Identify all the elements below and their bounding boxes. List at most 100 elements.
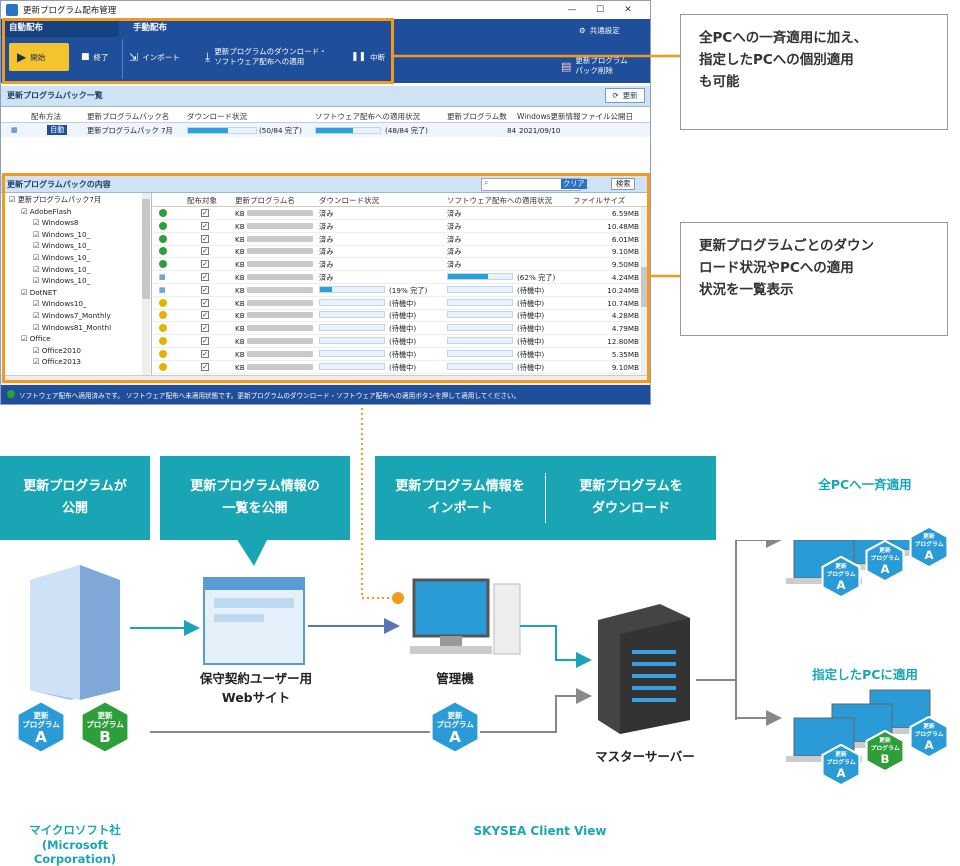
admin-pc-icon — [410, 578, 521, 655]
target-checkbox[interactable]: ✓ — [201, 362, 209, 371]
tree-checkbox[interactable]: ☑ — [33, 241, 42, 251]
refresh-button[interactable]: ⟳更新 — [605, 88, 645, 103]
target-checkbox[interactable]: ✓ — [201, 324, 209, 333]
target-checkbox[interactable]: ✓ — [201, 273, 209, 281]
redacted-name — [247, 248, 313, 255]
table-row[interactable]: ▦ 自動 更新プログラムパック 7月 (50/84 完了) (48/84 完了)… — [1, 123, 650, 137]
minimize-icon[interactable]: — — [567, 5, 577, 15]
tree-checkbox[interactable]: ☑ — [21, 287, 30, 297]
method-badge: 自動 — [47, 125, 68, 135]
tree-scroll-thumb[interactable] — [142, 199, 150, 299]
maximize-icon[interactable]: ☐ — [595, 5, 605, 15]
tree-checkbox[interactable]: ☑ — [33, 276, 42, 286]
end-button[interactable]: ■ 終了 — [81, 52, 109, 62]
app-window: 更新プログラム配布管理 — ☐ ✕ 自動配布 手動配布 ▶ 開始 ■ 終了 ⇲ … — [0, 0, 651, 405]
target-checkbox[interactable]: ✓ — [201, 209, 209, 217]
clear-button[interactable]: クリア — [561, 179, 587, 189]
table-row[interactable]: ✓KB(待機中)(待機中)4.79MB — [153, 322, 641, 336]
search-input[interactable]: ⌕ クリア — [481, 178, 587, 191]
table-row[interactable]: ✓KB(待機中)(待機中)9.10MB — [153, 361, 641, 374]
tree-node[interactable]: ☑ DotNET — [21, 287, 57, 297]
tree-checkbox[interactable]: ☑ — [33, 345, 42, 355]
import-button[interactable]: ⇲ インポート — [129, 50, 180, 64]
dl-progress-fill — [320, 286, 333, 292]
dl-progress — [319, 324, 385, 332]
table-scroll-thumb[interactable] — [641, 267, 649, 307]
tree-checkbox[interactable]: ☑ — [33, 311, 42, 320]
target-checkbox[interactable]: ✓ — [201, 298, 209, 307]
redacted-name — [247, 325, 313, 332]
tree-checkbox[interactable]: ☑ — [33, 357, 42, 367]
status-icon — [159, 349, 167, 358]
pack-tree[interactable]: ☑ 更新プログラムパック7月☑ AdobeFlash☑ Windows8☑ Wi… — [1, 193, 152, 375]
status-icon — [159, 311, 167, 320]
table-row[interactable]: ▦✓KB(19% 完了)(待機中)10.24MB — [153, 284, 641, 297]
tree-node[interactable]: ☑ Windows_10_ — [33, 241, 91, 251]
tree-checkbox[interactable]: ☑ — [21, 206, 30, 216]
tree-node[interactable]: ☑ Windows_10_ — [33, 229, 91, 239]
tree-node[interactable]: ☑ Windows_10_ — [33, 276, 91, 286]
tree-node[interactable]: ☑ Windows_10_ — [33, 253, 91, 262]
download-apply-button[interactable]: ⤓ 更新プログラムのダウンロード・ソフトウェア配布への適用 — [205, 47, 327, 66]
tree-checkbox[interactable]: ☑ — [33, 299, 42, 309]
search-button[interactable]: 検索 — [611, 178, 636, 190]
table-row[interactable]: ✓KB(待機中)(待機中)10.74MB — [153, 297, 641, 310]
tree-checkbox[interactable]: ☑ — [33, 264, 42, 274]
tree-node[interactable]: ☑ Windows81_Monthl — [33, 322, 112, 332]
target-checkbox[interactable]: ✓ — [201, 311, 209, 320]
tree-node[interactable]: ☑ Office2013 — [33, 357, 82, 367]
target-checkbox[interactable]: ✓ — [201, 234, 209, 243]
close-icon[interactable]: ✕ — [624, 5, 632, 15]
tree-scrollbar[interactable] — [142, 193, 150, 375]
table-scrollbar[interactable] — [641, 207, 649, 375]
target-checkbox[interactable]: ✓ — [201, 260, 209, 269]
tree-node[interactable]: ☑ Windows8 — [33, 218, 79, 228]
tree-checkbox[interactable]: ☑ — [21, 334, 30, 344]
tree-node[interactable]: ☑ Office2010 — [33, 345, 82, 355]
start-button[interactable]: ▶ 開始 — [9, 43, 69, 71]
target-checkbox[interactable]: ✓ — [201, 349, 209, 358]
table-row[interactable]: ✓KB(待機中)(待機中)5.35MB — [153, 348, 641, 361]
tree-node[interactable]: ☑ Windows10_ — [33, 299, 87, 309]
file-size: 9.10MB — [611, 362, 639, 372]
tree-node[interactable]: ☑ Windows7_Monthly — [33, 311, 111, 320]
update-name: KB — [235, 234, 245, 244]
table-row[interactable]: ✓KB(待機中)(待機中)4.28MB — [153, 309, 641, 323]
common-settings-button[interactable]: ⚙ 共通設定 — [579, 25, 620, 35]
import-icon: ⇲ — [129, 50, 139, 64]
hexagon-icon — [909, 525, 949, 569]
update-name: KB — [235, 362, 245, 372]
tree-node[interactable]: ☑ AdobeFlash — [21, 206, 72, 216]
target-checkbox[interactable]: ✓ — [201, 221, 209, 230]
file-size: 12.80MB — [607, 337, 639, 346]
tree-checkbox[interactable]: ☑ — [33, 229, 42, 239]
tree-node[interactable]: ☑ Windows_10_ — [33, 264, 91, 274]
group-auto-label: 自動配布 — [1, 19, 119, 37]
tree-checkbox[interactable]: ☑ — [33, 253, 42, 262]
pause-button[interactable]: ❚❚ 中断 — [351, 52, 386, 62]
table-row[interactable]: ✓KB(待機中)(待機中)12.80MB — [153, 335, 641, 348]
delete-pack-button[interactable]: ▤ 更新プログラムパック削除 — [561, 56, 628, 75]
tree-checkbox[interactable]: ☑ — [9, 195, 18, 204]
tree-checkbox[interactable]: ☑ — [33, 322, 42, 332]
target-checkbox[interactable]: ✓ — [201, 285, 209, 294]
ap-status: (待機中) — [517, 324, 545, 334]
ap-status: 済み — [447, 260, 462, 270]
target-checkbox[interactable]: ✓ — [201, 337, 209, 345]
tree-checkbox[interactable]: ☑ — [33, 218, 42, 228]
col-target: 配布対象 — [187, 196, 217, 205]
target-checkbox[interactable]: ✓ — [201, 247, 209, 256]
tree-node[interactable]: ☑ Office — [21, 334, 51, 344]
status-text: ソフトウェア配布へ適用済みです。 ソフトウェア配布へ未適用状態です。更新プログラ… — [19, 392, 521, 400]
tree-node[interactable]: ☑ 更新プログラムパック7月 — [9, 195, 102, 204]
step-published: 更新プログラムが公開 — [0, 456, 150, 540]
